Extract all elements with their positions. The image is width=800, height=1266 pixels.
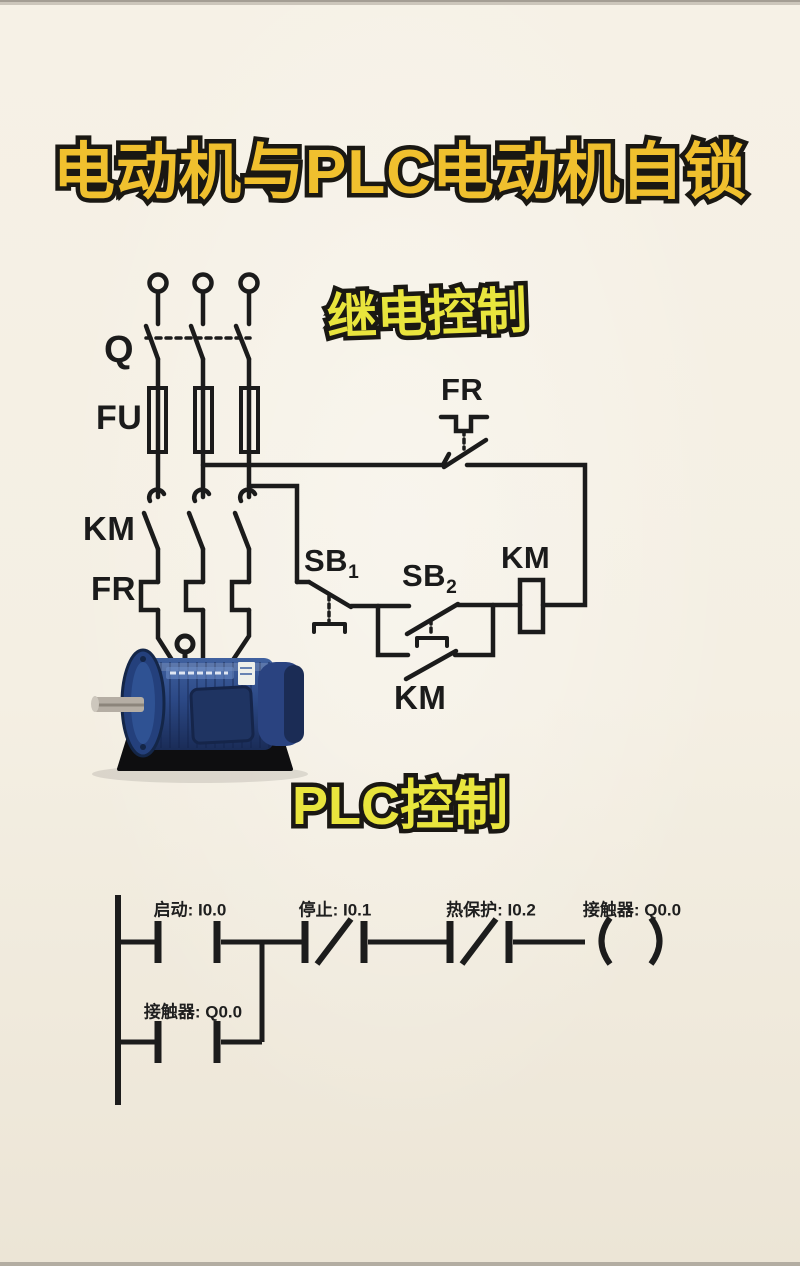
ladder-label-thermal: 热保护: I0.2 bbox=[446, 900, 536, 920]
start-button-sb2 bbox=[404, 601, 461, 648]
label-start-button: SB2 bbox=[402, 558, 458, 599]
label-disconnect-switch: Q bbox=[104, 329, 135, 371]
fuse-fu bbox=[147, 386, 260, 454]
ladder-label-coil: 接触器: Q0.0 bbox=[582, 900, 682, 920]
disconnect-switch-q bbox=[143, 323, 252, 362]
plc-section-heading: PLC控制 PLC控制 bbox=[288, 775, 513, 838]
label-stop-button: SB1 bbox=[304, 543, 360, 584]
self-latch-contact-km bbox=[403, 648, 459, 682]
contactor-coil-km bbox=[517, 577, 546, 635]
label-self-latch-contact: KM bbox=[394, 679, 447, 716]
thermal-relay-elements-fr bbox=[138, 579, 252, 613]
relay-power-circuit bbox=[138, 272, 446, 663]
label-contactor-main: KM bbox=[83, 510, 136, 547]
stop-button-sb1 bbox=[294, 579, 354, 634]
page-title: 电动机与PLC电动机自锁 电动机与PLC电动机自锁 bbox=[48, 137, 750, 208]
ladder-label-stop: 停止: I0.1 bbox=[298, 900, 372, 920]
label-contactor-coil: KM bbox=[501, 540, 551, 575]
bottom-border bbox=[0, 1262, 800, 1266]
contactor-main-contacts-km bbox=[141, 487, 258, 552]
thermal-contact-fr bbox=[438, 414, 490, 470]
supply-terminal-l2 bbox=[192, 272, 214, 294]
motor-image bbox=[91, 633, 308, 783]
label-fuse: FU bbox=[96, 399, 143, 437]
motor-junction-plate bbox=[189, 685, 255, 745]
supply-terminal-l3 bbox=[238, 272, 260, 294]
supply-terminal-l1 bbox=[147, 272, 169, 294]
ladder-label-latch: 接触器: Q0.0 bbox=[143, 1002, 243, 1022]
ladder-contact-stop-nc bbox=[301, 917, 368, 966]
ladder-contact-latch bbox=[154, 1021, 221, 1063]
label-thermal-contact: FR bbox=[441, 372, 484, 407]
ladder-contact-thermal-nc bbox=[446, 917, 513, 966]
relay-control-circuit bbox=[294, 414, 588, 682]
relay-section-heading: 继电控制 继电控制 bbox=[322, 278, 533, 350]
control-tap-line2 bbox=[246, 483, 300, 585]
ladder-output-coil bbox=[598, 916, 663, 966]
motor-eye-bolt bbox=[174, 633, 196, 655]
label-thermal-element: FR bbox=[91, 570, 136, 607]
top-border bbox=[0, 0, 800, 5]
motor-leads bbox=[155, 607, 252, 663]
plc-ladder-diagram bbox=[115, 895, 663, 1105]
ladder-label-start: 启动: I0.0 bbox=[153, 900, 227, 920]
ladder-contact-start bbox=[154, 921, 221, 963]
